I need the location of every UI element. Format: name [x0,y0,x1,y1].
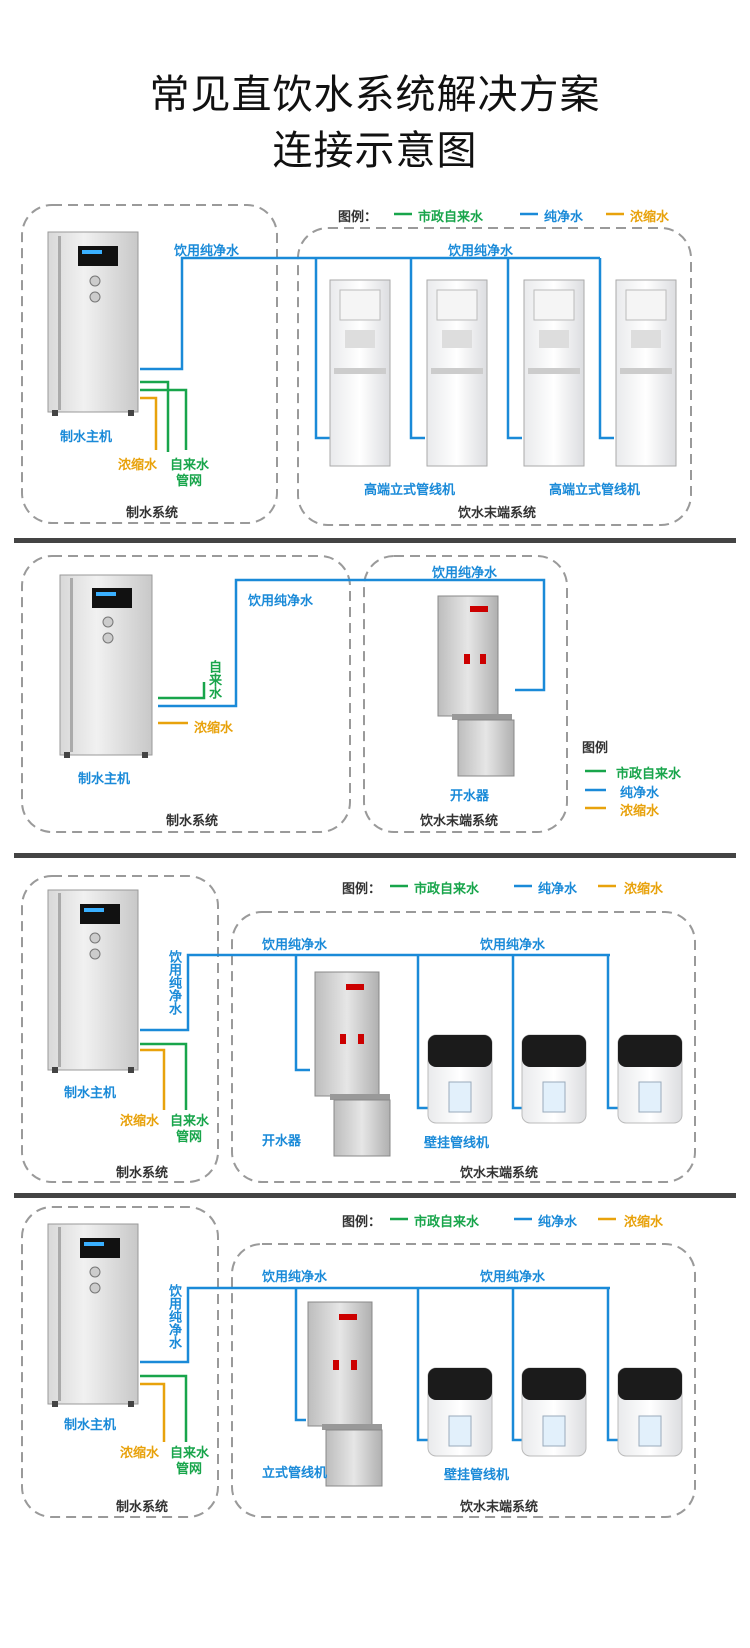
p3-label-concentrate: 浓缩水 [120,1114,160,1129]
p3-label-tap-water: 自来水 [170,1114,210,1129]
p1-label-end-system: 饮水末端系统 [458,506,537,521]
page-title-line2: 连接示意图 [272,128,478,174]
p2-label-drinking-pure-b: 饮用纯净水 [432,566,498,581]
separator-1 [14,538,736,543]
p1-main-unit-image [47,231,139,416]
p1-legend-concentrate: 浓缩水 [630,210,670,225]
p1-label-main-unit: 制水主机 [60,430,113,445]
p3-legend-title: 图例： [342,882,382,897]
p1-label-tap-network: 管网 [176,474,203,489]
p2-label-drinking-pure-a: 饮用纯净水 [248,594,314,609]
p3-wall-machine-3 [617,1034,683,1124]
p3-label-wall-mount: 壁挂管线机 [424,1136,490,1151]
p4-water-system-box [21,1206,219,1518]
p4-legend-pure: 纯净水 [538,1215,578,1230]
p2-label-water-system: 制水系统 [166,814,219,829]
p1-pure-line [140,256,600,371]
p4-label-tap-water: 自来水 [170,1446,210,1461]
p2-legend-municipal: 市政自来水 [616,767,682,782]
p4-label-tap-network: 管网 [176,1462,203,1477]
p4-label-stand-pipe: 立式管线机 [262,1466,328,1481]
p1-label-water-system: 制水系统 [126,506,179,521]
p2-legend-title: 图例 [582,741,609,756]
p4-label-drinking-pure-a: 饮用纯净水 [262,1270,328,1285]
p1-end-system-box [297,227,692,526]
p3-label-main-unit: 制水主机 [64,1086,117,1101]
p4-label-water-system: 制水系统 [116,1500,169,1515]
p4-legend-title: 图例： [342,1215,382,1230]
p3-label-water-system: 制水系统 [116,1166,169,1181]
p3-main-unit-image [47,889,139,1073]
p4-legend-concentrate: 浓缩水 [624,1215,664,1230]
p4-label-wall-mount: 壁挂管线机 [444,1468,510,1483]
p1-legend-municipal: 市政自来水 [418,210,484,225]
p1-stand-machine-3 [523,279,585,467]
p3-legend-pure: 纯净水 [538,882,578,897]
p3-label-drinking-pure-a: 饮用纯净水 [262,938,328,953]
p1-label-concentrate: 浓缩水 [118,458,158,473]
p3-boiler-image [314,971,391,1157]
p1-label-tap-water: 自来水 [170,458,210,473]
p2-boiler-image [437,595,515,777]
p3-legend-concentrate: 浓缩水 [624,882,664,897]
p3-label-boiler: 开水器 [262,1134,302,1149]
page-title-line1: 常见直饮水系统解决方案 [149,72,601,118]
p2-label-tap-water: 自来水 [206,660,221,699]
p2-water-system-box [21,555,351,833]
p3-label-drinking-pure-b: 饮用纯净水 [480,938,546,953]
p1-water-system-box [21,204,278,524]
p3-wall-machine-2 [521,1034,587,1124]
p1-label-drinking-pure-b: 饮用纯净水 [448,244,514,259]
p3-label-tap-network: 管网 [176,1130,203,1145]
p2-main-unit-image [59,574,153,758]
separator-3 [14,1193,736,1198]
p2-label-concentrate: 浓缩水 [194,721,234,736]
separator-2 [14,853,736,858]
p1-stand-machine-1 [329,279,391,467]
p1-stand-machine-2 [426,279,488,467]
p1-orange-line [140,396,158,450]
p1-label-drinking-pure-a: 饮用纯净水 [174,244,240,259]
p4-label-main-unit: 制水主机 [64,1418,117,1433]
p4-legend-municipal: 市政自来水 [414,1215,480,1230]
p2-legend-pure: 纯净水 [620,786,660,801]
p4-label-drinking-pure-b: 饮用纯净水 [480,1270,546,1285]
p1-label-high-end-stand-2: 高端立式管线机 [549,483,641,498]
p4-label-concentrate: 浓缩水 [120,1446,160,1461]
p2-legend-concentrate: 浓缩水 [620,804,660,819]
p3-label-end-system: 饮水末端系统 [460,1166,539,1181]
p1-label-high-end-stand-1: 高端立式管线机 [364,483,456,498]
p2-end-system-box [363,555,568,833]
p2-label-boiler: 开水器 [450,789,490,804]
p2-label-main-unit: 制水主机 [78,772,131,787]
p3-water-system-box [21,875,219,1183]
p1-green-line [140,380,170,452]
p3-wall-machine-1 [427,1034,493,1124]
p2-label-end-system: 饮水末端系统 [420,814,499,829]
p4-label-drinking-pure-vert: 饮用纯净水 [166,1284,181,1349]
p4-end-system-box [231,1243,696,1518]
p1-legend-pure: 纯净水 [544,210,584,225]
p4-wall-machine-3 [617,1367,683,1457]
p3-label-drinking-pure-vert: 饮用纯净水 [166,950,181,1015]
p3-end-system-box [231,911,696,1183]
p3-legend-municipal: 市政自来水 [414,882,480,897]
p4-wall-machine-1 [427,1367,493,1457]
p4-wall-machine-2 [521,1367,587,1457]
p4-label-end-system: 饮水末端系统 [460,1500,539,1515]
p4-stand-pipe-image [307,1301,383,1487]
p1-legend-title: 图例： [338,210,378,225]
p1-stand-machine-4 [615,279,677,467]
p4-main-unit-image [47,1223,139,1407]
